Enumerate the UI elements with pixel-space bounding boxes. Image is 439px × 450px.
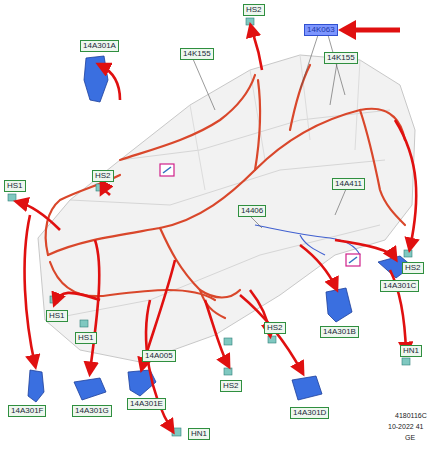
part-number: HS2 xyxy=(223,381,239,390)
part-label: 14K155 xyxy=(180,48,214,60)
part-number: HS1 xyxy=(7,181,23,190)
part-label: 14406 xyxy=(238,205,266,217)
part-number: 14A301F xyxy=(11,406,43,415)
part-label: HS2 xyxy=(220,380,242,392)
part-number: 14A301A xyxy=(83,41,116,50)
part-label: HN1 xyxy=(400,345,422,357)
part-number: 14406 xyxy=(241,206,263,215)
part-label: 14A301B xyxy=(320,326,359,338)
part-label: HS1 xyxy=(75,332,97,344)
part-label: HS2 xyxy=(92,170,114,182)
part-number: HN1 xyxy=(403,346,419,355)
part-number: HS2 xyxy=(95,171,111,180)
part-label: HS2 xyxy=(402,262,424,274)
part-number: 14K155 xyxy=(327,53,355,62)
part-label: 14A301F xyxy=(8,405,46,417)
part-number: 14A301B xyxy=(323,327,356,336)
drawing-code: 4180116C xyxy=(395,411,427,420)
part-number: 14A301E xyxy=(130,399,163,408)
part-number: 14A301G xyxy=(75,406,109,415)
part-label: HS2 xyxy=(243,4,265,16)
part-label: HN1 xyxy=(188,428,210,440)
part-label: HS1 xyxy=(4,180,26,192)
part-label: 14A301D xyxy=(290,407,329,419)
part-number: HN1 xyxy=(191,429,207,438)
part-number: 14A301D xyxy=(293,408,326,417)
part-number: 14A411 xyxy=(335,179,362,188)
part-label: HS1 xyxy=(46,310,68,322)
part-number: HS2 xyxy=(405,263,421,272)
part-label: HS2 xyxy=(264,322,286,334)
part-number: HS1 xyxy=(78,333,94,342)
part-label: 14A301E xyxy=(127,398,166,410)
part-number: 14A301C xyxy=(383,281,416,290)
part-label: 14K155 xyxy=(324,52,358,64)
drawing-code: 10-2022 41 xyxy=(388,422,423,431)
part-label: 14A005 xyxy=(142,350,176,362)
part-label: 14A301A xyxy=(80,40,119,52)
part-number: 14A005 xyxy=(145,351,173,360)
part-label: 14A301C xyxy=(380,280,419,292)
part-number: 14K063 xyxy=(307,25,335,34)
part-number: HS2 xyxy=(267,323,283,332)
drawing-code: GE xyxy=(405,433,415,442)
part-label: 14K063 xyxy=(304,24,338,36)
part-label: 14A411 xyxy=(332,178,365,190)
part-number: 14K155 xyxy=(183,49,211,58)
part-number: HS2 xyxy=(246,5,262,14)
part-label: 14A301G xyxy=(72,405,112,417)
part-number: HS1 xyxy=(49,311,65,320)
